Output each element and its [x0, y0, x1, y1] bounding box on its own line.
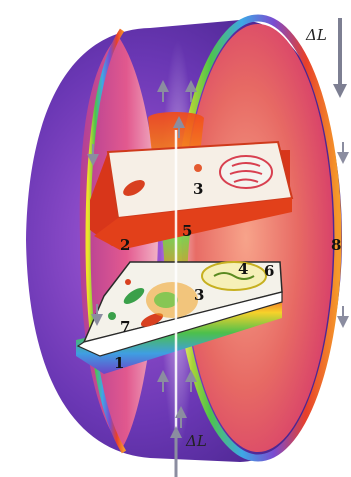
torus-front-disk: [183, 24, 333, 452]
flux-label-top: ΔL: [305, 26, 327, 44]
label-6: 6: [264, 262, 274, 280]
flux-arrow-top-right: [333, 18, 347, 98]
flux-label-bottom: ΔL: [185, 432, 207, 450]
label-3-lower: 3: [194, 286, 204, 304]
arrow-down-right-upper: [337, 142, 349, 164]
label-3-upper: 3: [193, 180, 203, 198]
label-8: 8: [331, 236, 341, 254]
label-7: 7: [120, 318, 130, 336]
arrow-down-right-lower: [337, 306, 349, 328]
upper-vesicle: [194, 164, 202, 172]
label-5: 5: [182, 222, 192, 240]
lower-vesicle-b: [125, 279, 131, 285]
vortex-base-core: [154, 292, 178, 308]
lower-vesicle-a: [108, 312, 116, 320]
label-2: 2: [120, 236, 130, 254]
label-1: 1: [114, 354, 124, 372]
label-4: 4: [238, 260, 248, 278]
